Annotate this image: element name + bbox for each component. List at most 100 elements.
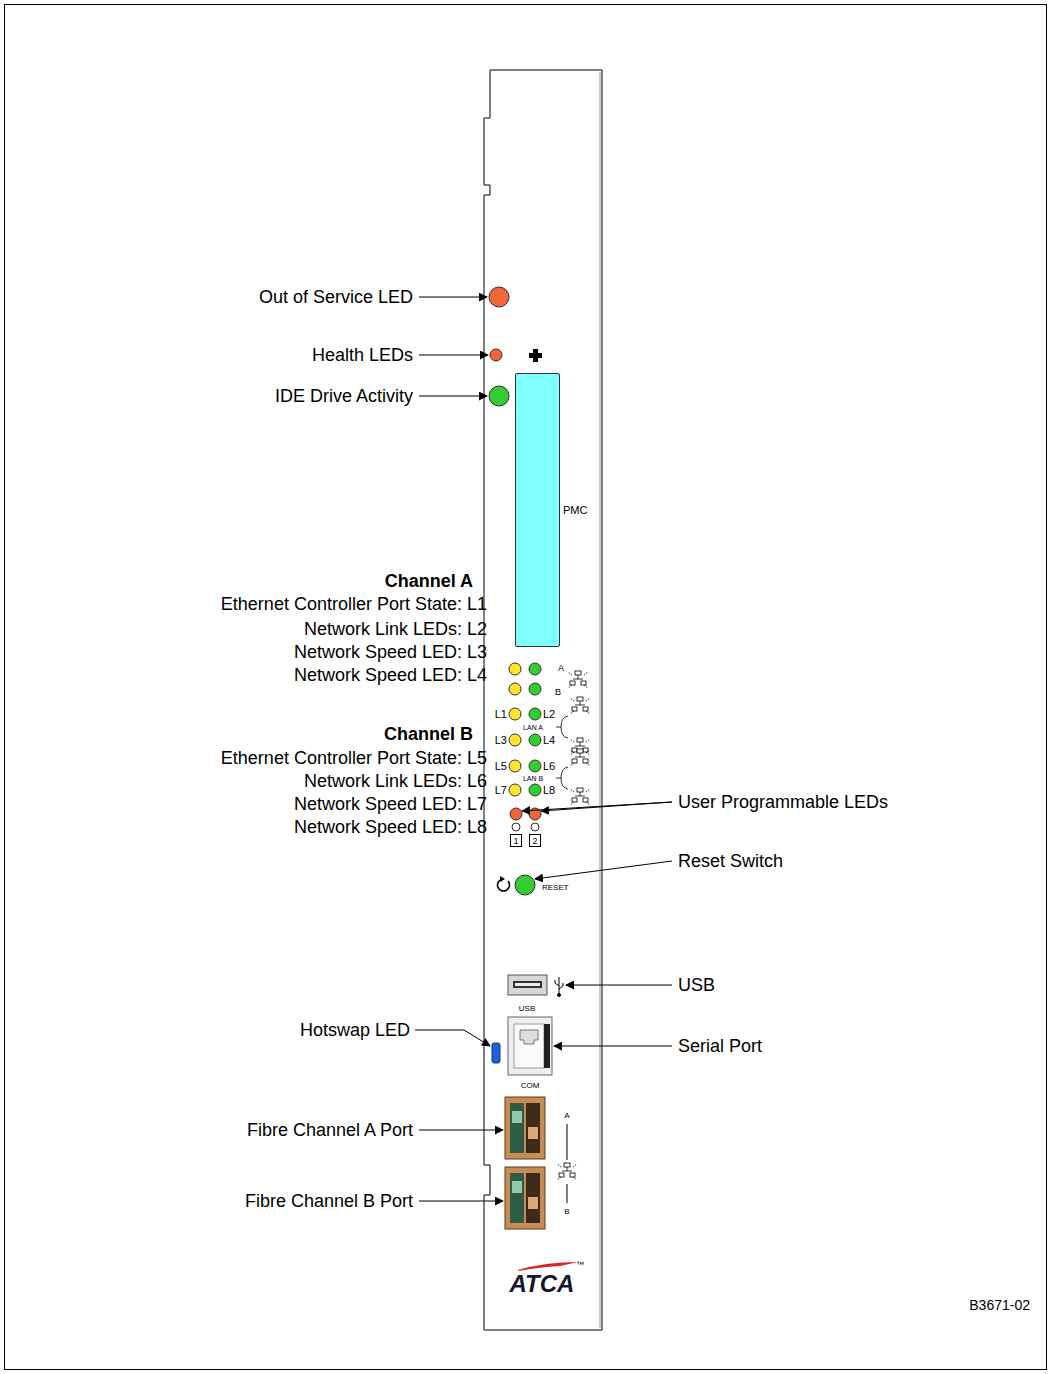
front-panel-outline (484, 70, 602, 1330)
panel-marking: B (555, 688, 561, 697)
network-icon-ray (570, 698, 574, 701)
slot-label: PMC (563, 505, 587, 516)
panel-marking: A (564, 1112, 569, 1120)
leader-line (522, 802, 672, 811)
serial-port-jack (514, 1024, 544, 1068)
callout-label: Network Link LEDs: L2 (304, 620, 487, 638)
status-led (529, 734, 541, 746)
network-icon-ray (586, 750, 590, 753)
callout-label: User Programmable LEDs (678, 793, 888, 811)
callout-label: Ethernet Controller Port State: L1 (221, 595, 487, 613)
callout-label: Network Speed LED: L4 (294, 666, 487, 684)
fibre-port-ferrule (512, 1181, 522, 1193)
callout-label: Health LEDs (312, 346, 413, 364)
status-led (529, 683, 541, 695)
network-icon-ray (584, 685, 588, 688)
network-icon-box (583, 798, 588, 802)
network-icon-ray (573, 1164, 577, 1167)
network-icon-box (583, 759, 588, 763)
network-icon (570, 697, 590, 714)
network-icon-box (577, 738, 583, 742)
network-icon-wire (575, 796, 585, 797)
fibre-port-socket (510, 1103, 524, 1153)
network-icon-wire (567, 1167, 568, 1171)
callout-label: Network Speed LED: L3 (294, 643, 487, 661)
panel-edge-shade (599, 72, 601, 1328)
network-icon-box (583, 748, 588, 752)
panel-marking: USB (519, 1005, 535, 1013)
network-icon (568, 671, 588, 688)
leader-line (419, 1201, 503, 1202)
network-icon-box (577, 697, 583, 701)
panel-marking: B (564, 1208, 569, 1216)
logo-swoosh (518, 1262, 578, 1271)
leader-line (419, 297, 487, 298)
fibre-link-line (567, 1184, 568, 1203)
fibre-port-socket (526, 1173, 540, 1223)
status-led (509, 784, 521, 796)
reset-switch (515, 875, 535, 895)
hotswap-led (492, 1043, 500, 1063)
out-of-service-led (489, 287, 509, 307)
leader-line (419, 396, 487, 397)
plus-symbol (529, 349, 542, 362)
user-led-number-box (530, 835, 541, 847)
panel-marking: L1 (495, 709, 507, 720)
network-icon-box (577, 788, 583, 792)
leader-line (541, 802, 672, 811)
network-icon-ray (586, 789, 590, 792)
figure-number: B3671-02 (969, 1298, 1030, 1312)
panel-marking: ™ (576, 1261, 584, 1269)
network-icon-ray (586, 763, 590, 766)
user-led (510, 808, 522, 820)
network-icon-box (572, 707, 577, 711)
network-icon (570, 749, 590, 766)
fibre-port-socket (510, 1173, 524, 1223)
pmc-module-slot: PMC (515, 373, 560, 647)
usb-symbol-dot (558, 994, 561, 997)
network-icon-ray (570, 789, 574, 792)
fibre-port (505, 1097, 545, 1159)
panel-marking: L8 (543, 785, 555, 796)
network-icon-box (564, 1163, 570, 1167)
status-led (529, 708, 541, 720)
user-led-marker (531, 823, 539, 831)
usb-symbol-branch (555, 980, 563, 989)
panel-marking: RESET (542, 884, 569, 892)
fibre-port-ferrule (528, 1127, 538, 1139)
network-icon-box (570, 681, 575, 685)
network-icon-ray (573, 1177, 577, 1180)
status-led (509, 683, 521, 695)
network-icon-ray (557, 1177, 561, 1180)
serial-port (508, 1017, 552, 1075)
network-icon-ray (570, 739, 574, 742)
network-icon-box (559, 1173, 564, 1177)
leader-line (566, 985, 672, 986)
network-icon-ray (570, 750, 574, 753)
panel-marking: L4 (543, 735, 555, 746)
status-led (509, 760, 521, 772)
fibre-port-ferrule (528, 1197, 538, 1209)
network-icon-ray (570, 802, 574, 805)
status-led (509, 734, 521, 746)
panel-marking: LAN B (523, 775, 543, 782)
network-icon-box (581, 681, 586, 685)
network-icon-ray (570, 763, 574, 766)
network-icon-wire (580, 742, 581, 746)
network-icon-wire (575, 757, 585, 758)
network-icon-wire (580, 792, 581, 796)
callout-label: Reset Switch (678, 852, 783, 870)
leader-line (415, 1030, 490, 1046)
panel-marking: L6 (543, 761, 555, 772)
network-icon-ray (586, 711, 590, 714)
network-icon-ray (584, 672, 588, 675)
usb-port-slot (513, 981, 542, 988)
reset-icon-head (500, 876, 505, 882)
logo-text: ATCA (510, 1272, 575, 1296)
panel-marking: COM (521, 1082, 540, 1090)
network-icon-ray (570, 711, 574, 714)
callout-label: Network Speed LED: L8 (294, 818, 487, 836)
panel-marking: LAN A (523, 724, 543, 731)
callout-label: Out of Service LED (259, 288, 413, 306)
serial-port-latch (520, 1030, 538, 1044)
